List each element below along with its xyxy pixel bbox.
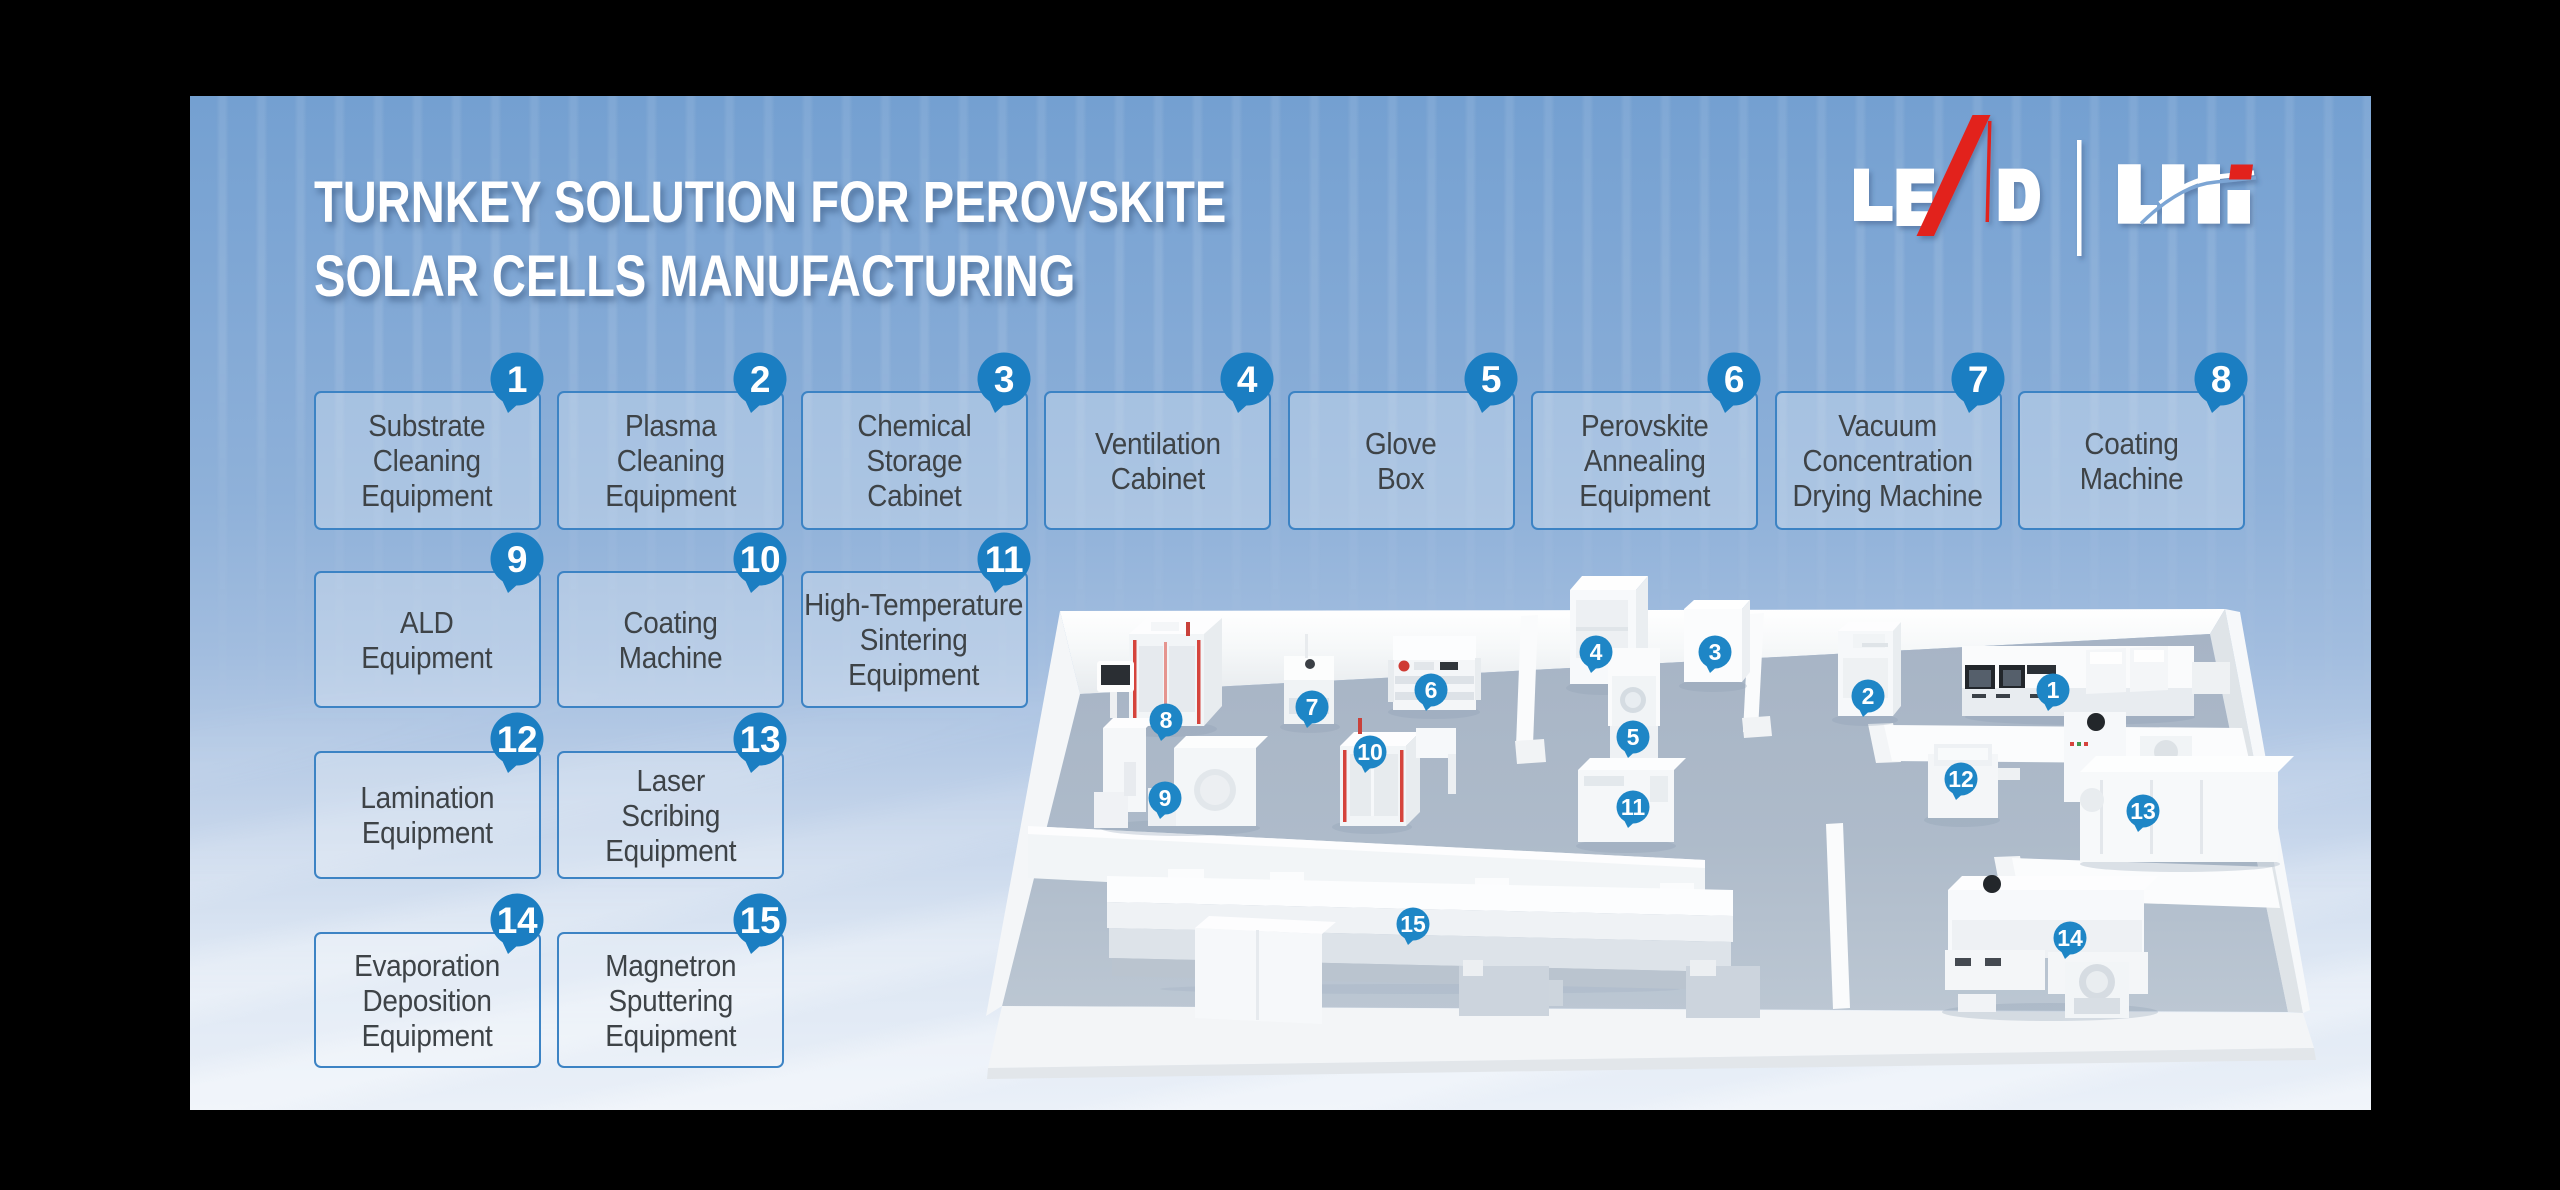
svg-text:12: 12 <box>496 719 537 760</box>
svg-text:4: 4 <box>1237 359 1258 400</box>
svg-text:9: 9 <box>506 539 526 580</box>
svg-text:2: 2 <box>750 359 770 400</box>
svg-text:2: 2 <box>1862 683 1875 709</box>
svg-text:8: 8 <box>2211 359 2231 400</box>
svg-text:3: 3 <box>1709 639 1722 665</box>
svg-text:4: 4 <box>1590 639 1603 665</box>
svg-text:5: 5 <box>1627 724 1640 750</box>
svg-text:10: 10 <box>1357 739 1383 765</box>
svg-text:15: 15 <box>740 900 781 941</box>
svg-text:3: 3 <box>993 359 1013 400</box>
svg-text:13: 13 <box>2130 798 2156 824</box>
svg-text:10: 10 <box>740 539 781 580</box>
svg-text:14: 14 <box>496 900 537 941</box>
svg-text:5: 5 <box>1480 359 1500 400</box>
svg-text:7: 7 <box>1967 359 1987 400</box>
svg-text:11: 11 <box>984 539 1023 580</box>
svg-text:13: 13 <box>740 719 781 760</box>
svg-text:7: 7 <box>1306 694 1319 720</box>
svg-text:9: 9 <box>1159 785 1172 811</box>
svg-text:6: 6 <box>1724 359 1744 400</box>
svg-text:1: 1 <box>506 359 526 400</box>
svg-text:8: 8 <box>1160 707 1173 733</box>
svg-text:12: 12 <box>1948 766 1974 792</box>
svg-text:15: 15 <box>1400 911 1426 937</box>
svg-text:6: 6 <box>1425 677 1438 703</box>
svg-text:1: 1 <box>2047 677 2060 703</box>
svg-text:11: 11 <box>1621 794 1646 820</box>
svg-text:14: 14 <box>2057 925 2083 951</box>
